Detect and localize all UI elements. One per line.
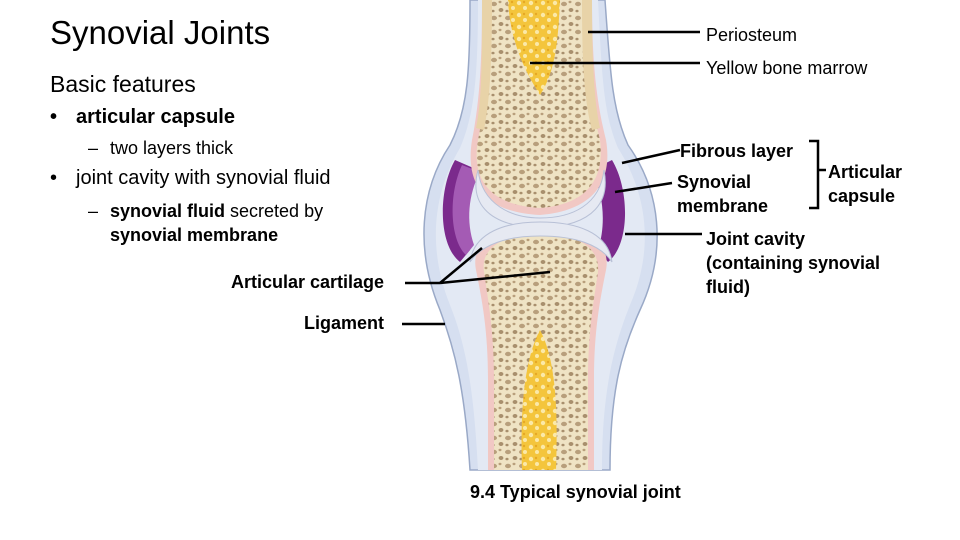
label-yellow-bone-marrow: Yellow bone marrow <box>706 58 868 78</box>
dash-glyph: – <box>88 201 99 221</box>
bullet-glyph: • <box>50 167 58 189</box>
label-synovial-membrane: Synovial membrane <box>677 172 769 216</box>
label-joint-cavity: Joint cavity (containing synovial fluid) <box>706 229 881 297</box>
bullet-articular-capsule: • articular capsule <box>50 106 235 129</box>
cartilage-lower <box>469 221 613 263</box>
sub-bullet-text: two layers thick <box>110 138 234 158</box>
sub-bullet-bold-term: synovial membrane <box>110 225 279 245</box>
bullet-text: joint cavity with synovial fluid <box>76 167 331 189</box>
upper-bone <box>470 0 608 215</box>
page-title: Synovial Joints <box>50 14 271 51</box>
label-fibrous-layer: Fibrous layer <box>680 141 794 161</box>
sub-bullet-two-layers: –two layers thick <box>88 138 233 159</box>
page-subtitle: Basic features <box>50 71 196 97</box>
sub-bullet-text: secreted by <box>225 201 324 221</box>
leader-lines <box>402 30 826 326</box>
dash-glyph: – <box>88 138 99 158</box>
lower-bone <box>475 225 607 470</box>
label-articular-capsule: Articular capsule <box>828 162 903 206</box>
sub-bullet-synovial-fluid: –synovial fluid secreted by synovial mem… <box>88 199 323 247</box>
bullet-glyph: • <box>50 106 58 128</box>
figure-caption: 9.4 Typical synovial joint <box>470 482 681 502</box>
label-periosteum: Periosteum <box>706 25 798 45</box>
bullet-text: articular capsule <box>76 106 235 128</box>
bullet-joint-cavity: • joint cavity with synovial fluid <box>50 167 331 190</box>
sub-bullet-bold-term: synovial fluid <box>110 201 226 221</box>
label-ligament: Ligament <box>304 313 385 333</box>
cartilage-upper <box>475 169 606 229</box>
label-articular-cartilage: Articular cartilage <box>231 272 385 292</box>
